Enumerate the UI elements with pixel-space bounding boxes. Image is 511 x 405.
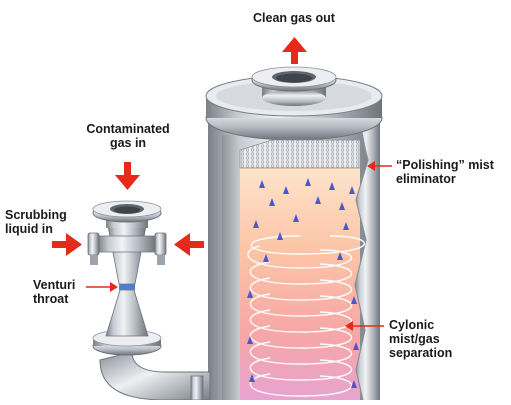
mist-eliminator-mesh [239, 139, 361, 169]
cyclonic-pointer [345, 321, 384, 331]
polishing-mist-eliminator-label: “Polishing” mist eliminator [396, 158, 494, 186]
scrubbing-liquid-in-label: Scrubbing liquid in [5, 208, 67, 236]
contaminated-gas-in-label: Contaminated gas in [86, 122, 170, 150]
flow-arrows [52, 37, 392, 331]
cyclonic-separation-label: Cylonic mist/gas separation [389, 318, 453, 360]
clean-gas-out-label: Clean gas out [253, 11, 335, 25]
venturi-throat-label: Venturi throat [33, 278, 76, 306]
clean-gas-out-arrow [282, 37, 307, 64]
cyclonic-spiral [247, 235, 366, 397]
mist-eliminator-pointer [367, 161, 392, 171]
venturi-throat-ring [119, 284, 135, 290]
venturi-scrubber [87, 200, 211, 401]
clean-gas-outlet-nozzle [251, 66, 337, 106]
contaminated-gas-in-arrow [115, 162, 140, 190]
venturi-throat-pointer [86, 282, 118, 292]
liquid-droplets [247, 178, 359, 388]
scrubbing-liquid-left-arrow [52, 233, 82, 256]
scrubbing-liquid-right-arrow [174, 233, 204, 256]
